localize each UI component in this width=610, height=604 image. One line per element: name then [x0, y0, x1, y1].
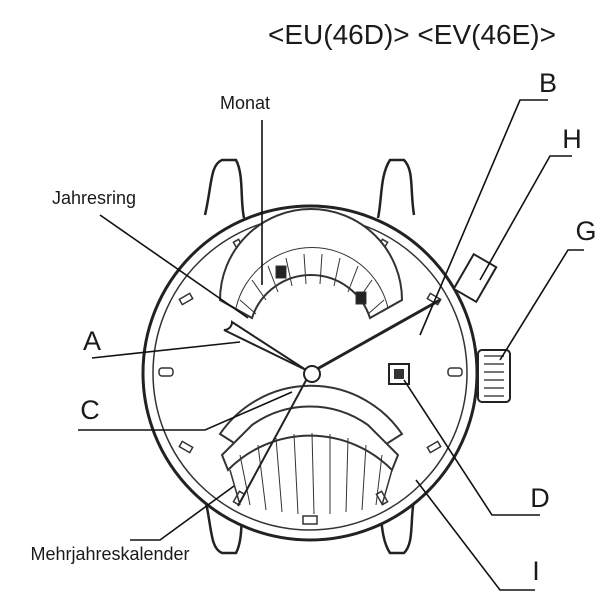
date-window-digit: [394, 369, 404, 379]
label-jahresring: Jahresring: [52, 188, 136, 208]
label-G: G: [575, 216, 596, 246]
watch-hands: [223, 298, 441, 507]
pusher-button: [452, 252, 498, 304]
diagram-title: <EU(46D)> <EV(46E)>: [268, 19, 556, 50]
minute-hand: [309, 298, 441, 375]
label-monat: Monat: [220, 93, 270, 113]
leader-lines: [78, 99, 584, 591]
multiyear-subdial: [218, 384, 404, 515]
label-H: H: [562, 124, 582, 154]
label-B: B: [539, 68, 557, 98]
label-I: I: [532, 556, 540, 586]
hour-hand: [223, 320, 307, 371]
label-D: D: [530, 483, 550, 513]
month-subdial: [218, 208, 404, 320]
label-mehrjahreskalender: Mehrjahreskalender: [30, 544, 189, 564]
month-window-left: [275, 265, 287, 279]
label-C: C: [80, 395, 100, 425]
month-window-right: [355, 291, 367, 305]
label-A: A: [83, 326, 101, 356]
crown: [477, 349, 511, 403]
center-pin: [303, 365, 321, 383]
second-hand: [237, 372, 311, 507]
